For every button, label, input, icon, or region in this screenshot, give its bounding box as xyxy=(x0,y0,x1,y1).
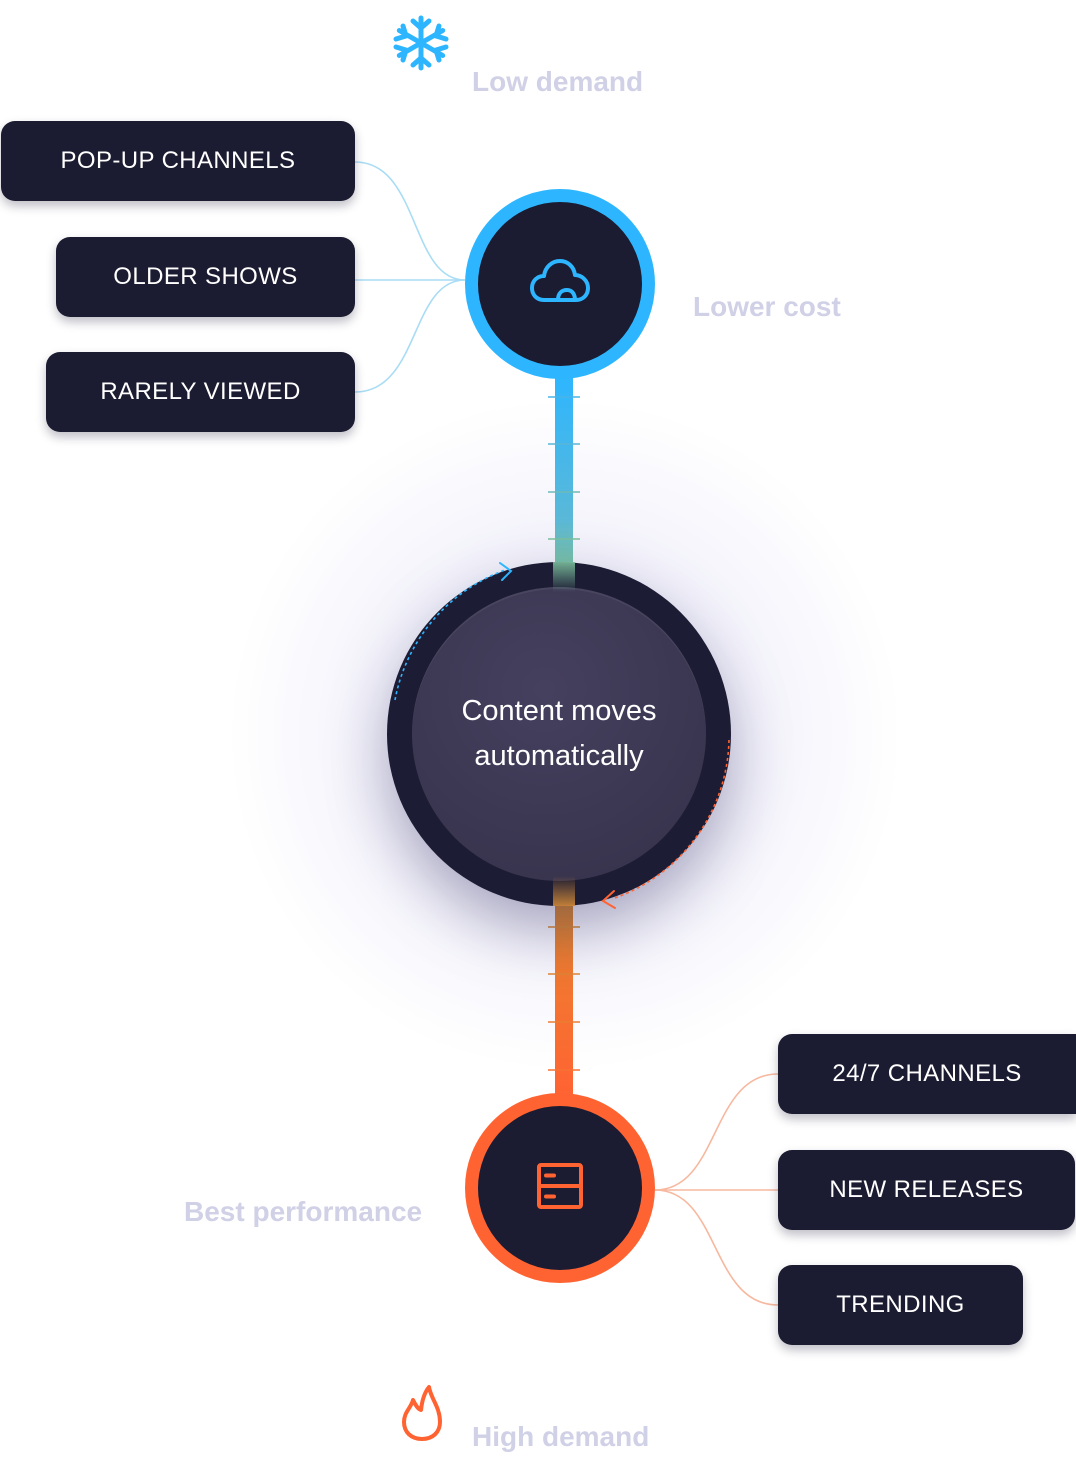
best-performance-label: Best performance xyxy=(184,1196,423,1227)
center-text-line1: Content moves xyxy=(461,695,657,727)
pill-older-shows: OLDER SHOWS xyxy=(56,237,355,317)
server-icon xyxy=(535,1161,585,1216)
lower-cost-label: Lower cost xyxy=(693,291,841,322)
flame-icon xyxy=(400,1384,444,1447)
center-text-line2: automatically xyxy=(474,740,644,772)
pill-rarely-viewed: RARELY VIEWED xyxy=(46,352,355,432)
high-demand-label: High demand xyxy=(472,1421,650,1452)
track-ticks xyxy=(548,396,580,1071)
pill-new-releases: NEW RELEASES xyxy=(778,1150,1075,1230)
cloud-icon xyxy=(528,256,592,313)
center-hub: Content moves automatically xyxy=(412,587,706,881)
pill-trending: TRENDING xyxy=(778,1265,1023,1345)
low-demand-label: Low demand xyxy=(472,66,644,97)
bottom-branch-lines xyxy=(654,1073,779,1306)
hot-storage-node xyxy=(465,1093,655,1283)
snowflake-icon xyxy=(392,14,450,77)
top-branch-lines xyxy=(354,161,466,393)
pill-24-7-channels: 24/7 CHANNELS xyxy=(778,1034,1076,1114)
cold-storage-node xyxy=(465,189,655,379)
pill-pop-up-channels: POP-UP CHANNELS xyxy=(1,121,355,201)
